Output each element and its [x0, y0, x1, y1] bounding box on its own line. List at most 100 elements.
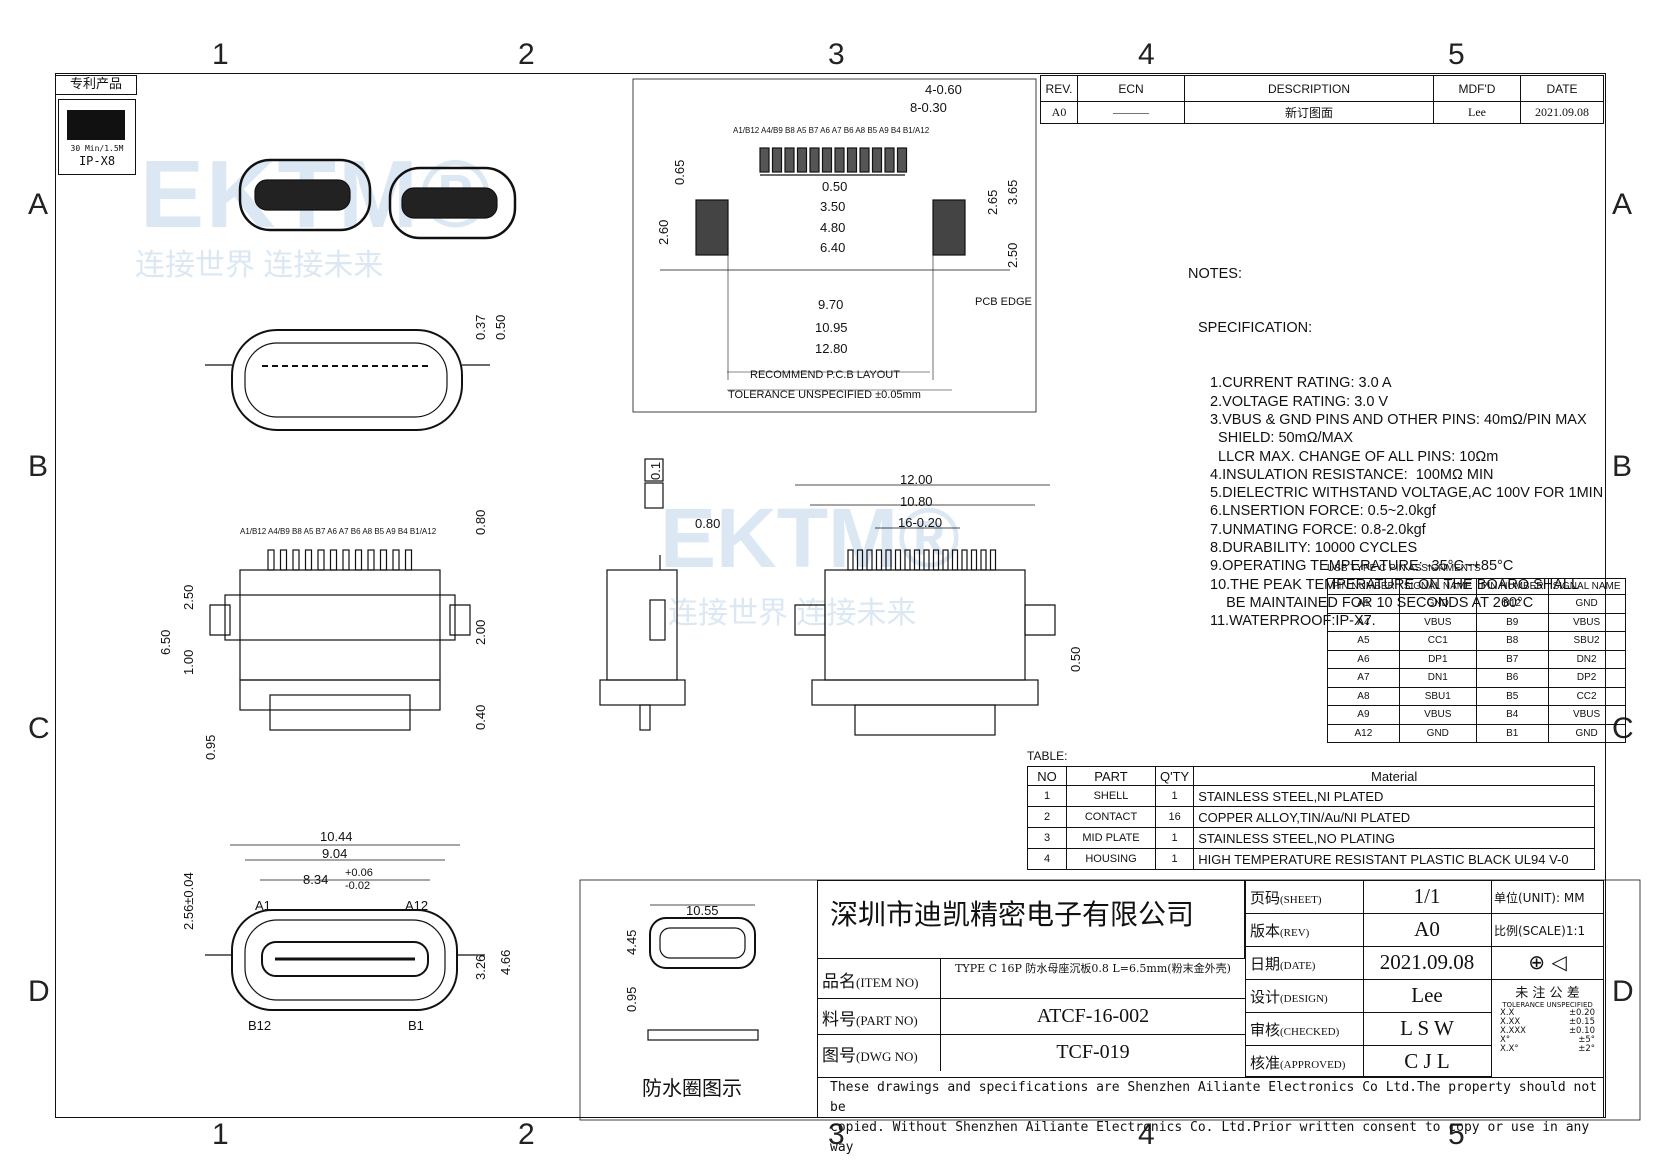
pcb-layout-box [632, 78, 1037, 413]
ip-badge: 30 Min/1.5M IP-X8 [58, 99, 136, 175]
top-d250: 2.50 [181, 585, 196, 610]
tol-val: ±0.20 [1568, 1008, 1595, 1018]
rev-v4: 2021.09.08 [1520, 101, 1604, 124]
note-line: 3.VBUS & GND PINS AND OTHER PINS: 40mΩ/P… [1210, 411, 1587, 428]
rear-pin [923, 549, 930, 571]
rear-pin [866, 549, 873, 571]
rear-pin [894, 549, 902, 571]
rev-v3: Lee [1433, 101, 1521, 124]
pcb-d250: 2.50 [1005, 243, 1020, 268]
pcb-edge-label: PCB EDGE [975, 296, 1032, 308]
mate-a12: A12 [405, 898, 428, 913]
checked-label: 审核 [1250, 1021, 1281, 1039]
pcb-pad [846, 147, 858, 173]
front-h050: 0.50 [493, 315, 508, 340]
pcb-pad [784, 147, 795, 173]
rear-d050: 0.50 [1068, 647, 1083, 672]
tolerance-sub: TOLERANCE UNSPECIFIED [1502, 1001, 1593, 1009]
iso-view-left [238, 158, 372, 232]
pcb-pad [759, 147, 770, 173]
notes-title: NOTES: [1188, 265, 1242, 282]
side-view [599, 458, 686, 731]
note-line: 5.DIELECTRIC WITHSTAND VOLTAGE,AC 100V F… [1210, 485, 1604, 502]
rev-label: 版本 [1250, 922, 1281, 940]
zone-row-A-left: A [28, 188, 49, 221]
pcb-d260: 2.60 [656, 220, 671, 245]
badge-line2: IP-X8 [78, 154, 116, 168]
tol-key: X.X° [1500, 1044, 1519, 1054]
patent-label: 专利产品 [55, 75, 137, 95]
top-pin [292, 549, 300, 571]
top-pin [367, 549, 375, 571]
tol-key: X° [1500, 1035, 1511, 1045]
sheet-value: 1/1 [1413, 884, 1441, 908]
pcb-d1280: 12.80 [815, 341, 848, 356]
pcb-pad [859, 147, 870, 173]
scale-value: 1:1 [1565, 924, 1586, 938]
pcb-d480: 4.80 [820, 220, 845, 235]
front-view [205, 329, 490, 431]
bom-header: NO [1027, 766, 1067, 786]
pcb-d970: 9.70 [818, 297, 843, 312]
rear-d1200: 12.00 [900, 472, 933, 487]
zone-row-D-right: D [1612, 975, 1634, 1008]
top-pin [379, 549, 388, 571]
zone-col-4-top: 4 [1138, 38, 1155, 71]
bom-cell: 1 [1154, 848, 1195, 870]
pcb-pad [834, 147, 845, 173]
note-line: 1.CURRENT RATING: 3.0 A [1210, 375, 1392, 392]
top-d080: 0.80 [473, 510, 488, 535]
projection-symbol-icon: ⊕ ◁ [1492, 947, 1603, 980]
zone-col-2-top: 2 [518, 38, 535, 71]
rear-pin [847, 549, 854, 571]
item-label: 品名 [822, 972, 856, 992]
rear-pin [885, 549, 892, 571]
zone-col-2-bottom: 2 [518, 1118, 535, 1151]
zone-col-4-bottom: 4 [1138, 1118, 1155, 1151]
rev-label-en: (REV) [1280, 927, 1310, 939]
dwg-value: TCF-019 [1056, 1041, 1130, 1063]
top-pin [342, 549, 350, 571]
top-d040: 0.40 [473, 705, 488, 730]
gasket-d445: 4.45 [624, 930, 639, 955]
approved-value: C J L [1404, 1049, 1450, 1073]
tol-key: X.X [1500, 1008, 1515, 1018]
rear-d1080: 10.80 [900, 494, 933, 509]
rear-pin [970, 549, 978, 571]
pcb-pad [771, 147, 783, 173]
note-line: 9.OPERATING TEMPERATURE: -35°C~+85°C [1210, 558, 1514, 575]
zone-col-1-top: 1 [212, 38, 229, 71]
zone-col-5-bottom: 5 [1448, 1118, 1465, 1151]
pcb-d050: 0.50 [822, 179, 847, 194]
note-line: 8.DURABILITY: 10000 CYCLES [1210, 540, 1418, 557]
dwg-label-en: (DWG NO) [856, 1049, 918, 1064]
mating-view [205, 909, 485, 1011]
rear-view [794, 549, 1056, 736]
top-d095: 0.95 [203, 735, 218, 760]
rev-h4: DATE [1520, 75, 1604, 102]
mate-d834: 8.34 [303, 872, 328, 887]
top-pin [267, 549, 275, 571]
top-d100: 1.00 [181, 650, 196, 675]
rear-pin [875, 549, 883, 571]
sheet-label: 页码 [1250, 889, 1281, 907]
side-d080: 0.80 [695, 516, 720, 531]
copyright-line2: copied. Without Shenzhen Ailiante Electr… [830, 1120, 1590, 1155]
mate-d466: 4.66 [498, 950, 513, 975]
pin-cell: GND [1398, 723, 1477, 743]
tolerance-title: 未 注 公 差 [1515, 986, 1580, 1001]
pcb-d265: 2.65 [985, 190, 1000, 215]
patent-badge: 专利产品 30 Min/1.5M IP-X8 [55, 75, 137, 180]
pin-table-title: USB TYPE C PIN ASSIGNMENTS [1327, 563, 1481, 574]
rev-h0: REV. [1040, 75, 1078, 102]
bom-cell: CONTACT [1066, 806, 1156, 828]
pin-header: SIGNAL NAME [1398, 578, 1477, 595]
